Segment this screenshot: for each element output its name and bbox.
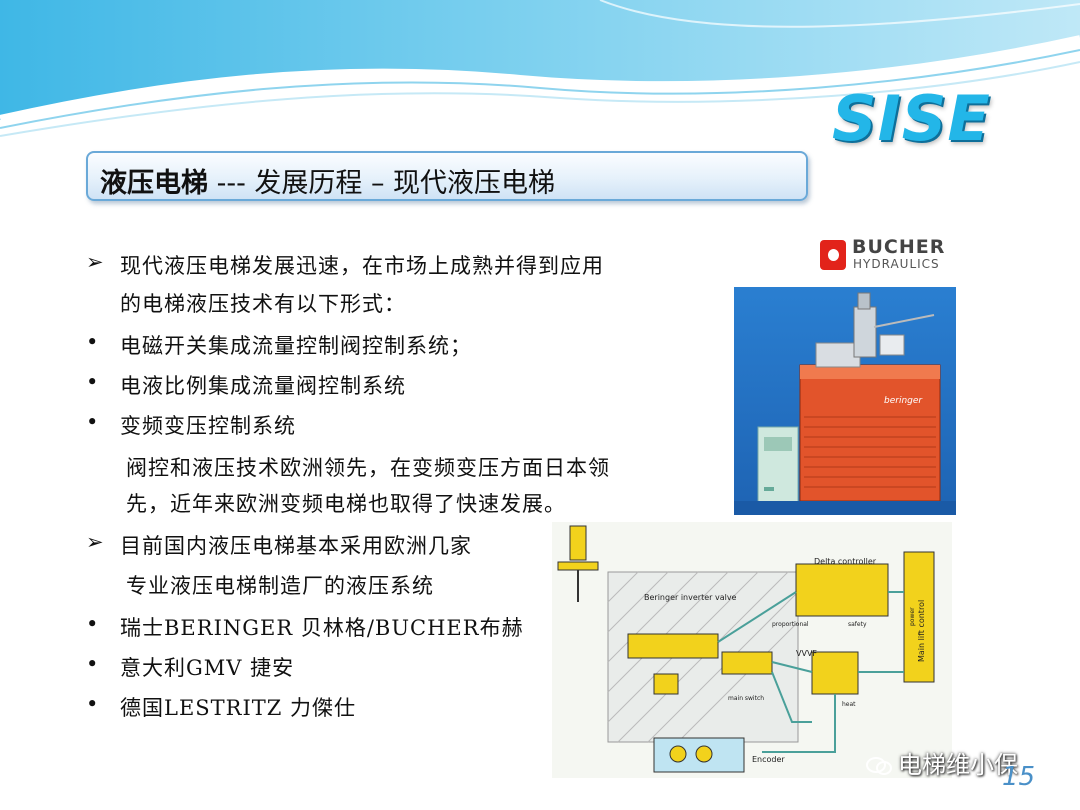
label-safety: safety <box>848 621 867 628</box>
list-item-text: 专业液压电梯制造厂的液压系统 <box>126 574 434 598</box>
dot-bullet-icon: • <box>86 692 100 716</box>
label-proportional: proportional <box>772 621 809 628</box>
hydraulic-schematic: Beringer inverter valve Delta controller… <box>552 522 952 778</box>
list-item-text: 德国LESTRITZ 力傑仕 <box>120 696 357 720</box>
watermark-text: 电梯维小保 <box>898 751 1018 779</box>
bucher-logo-icon <box>820 240 846 270</box>
dot-bullet-icon: • <box>86 330 100 354</box>
label-vvvf: VVVF <box>796 649 817 658</box>
label-encoder: Encoder <box>752 755 785 764</box>
label-inverter-valve: Beringer inverter valve <box>644 593 737 602</box>
wechat-watermark: 电梯维小保 <box>866 745 1018 780</box>
label-delta-controller: Delta controller <box>814 557 877 566</box>
arrow-bullet-icon: ➢ <box>86 250 105 274</box>
sise-logo: SISE <box>832 82 991 155</box>
label-main-lift-control: Main lift control <box>917 600 926 662</box>
note-text: 先，近年来欧洲变频电梯也取得了快速发展。 <box>126 492 566 516</box>
schematic-illustration: Beringer inverter valve Delta controller… <box>557 525 935 773</box>
dot-bullet-icon: • <box>86 652 100 676</box>
page-number: 15 <box>1002 762 1036 792</box>
dot-bullet-icon: • <box>86 410 100 434</box>
bucher-hydraulics-logo: BUCHER HYDRAULICS <box>820 236 950 276</box>
note-text: 阀控和液压技术欧洲领先，在变频变压方面日本领 <box>126 456 610 480</box>
list-item-text: 电磁开关集成流量控制阀控制系统； <box>120 334 472 358</box>
wechat-icon <box>866 757 892 775</box>
brand-subtitle: HYDRAULICS <box>853 257 940 271</box>
label-power: power <box>909 607 916 626</box>
list-item-text: 的电梯液压技术有以下形式： <box>120 292 406 316</box>
list-item-text: 变频变压控制系统 <box>120 414 296 438</box>
hydraulic-unit-illustration: beringer <box>734 292 956 515</box>
dot-bullet-icon: • <box>86 612 100 636</box>
dot-bullet-icon: • <box>86 370 100 394</box>
title-rest: --- 发展历程 – 现代液压电梯 <box>208 168 556 199</box>
arrow-bullet-icon: ➢ <box>86 530 105 554</box>
list-item-text: 意大利GMV 捷安 <box>120 656 295 680</box>
list-item-text: 现代液压电梯发展迅速，在市场上成熟并得到应用 <box>120 254 604 278</box>
label-main-switch: main switch <box>728 695 764 702</box>
hydraulic-unit-photo: beringer <box>734 287 956 515</box>
label-heat: heat <box>842 701 856 708</box>
brand-name: BUCHER <box>852 236 946 258</box>
list-item-text: 电液比例集成流量阀控制系统 <box>120 374 406 398</box>
page-title: 液压电梯 --- 发展历程 – 现代液压电梯 <box>100 161 555 200</box>
slide-title-bar: 液压电梯 --- 发展历程 – 现代液压电梯 <box>86 151 808 201</box>
list-item-text: 瑞士BERINGER 贝林格/BUCHER布赫 <box>120 616 524 640</box>
cabinet-label: beringer <box>884 396 923 406</box>
list-item-text: 目前国内液压电梯基本采用欧洲几家 <box>120 534 472 558</box>
header-wave-decoration <box>0 0 1080 137</box>
title-bold: 液压电梯 <box>100 168 208 199</box>
